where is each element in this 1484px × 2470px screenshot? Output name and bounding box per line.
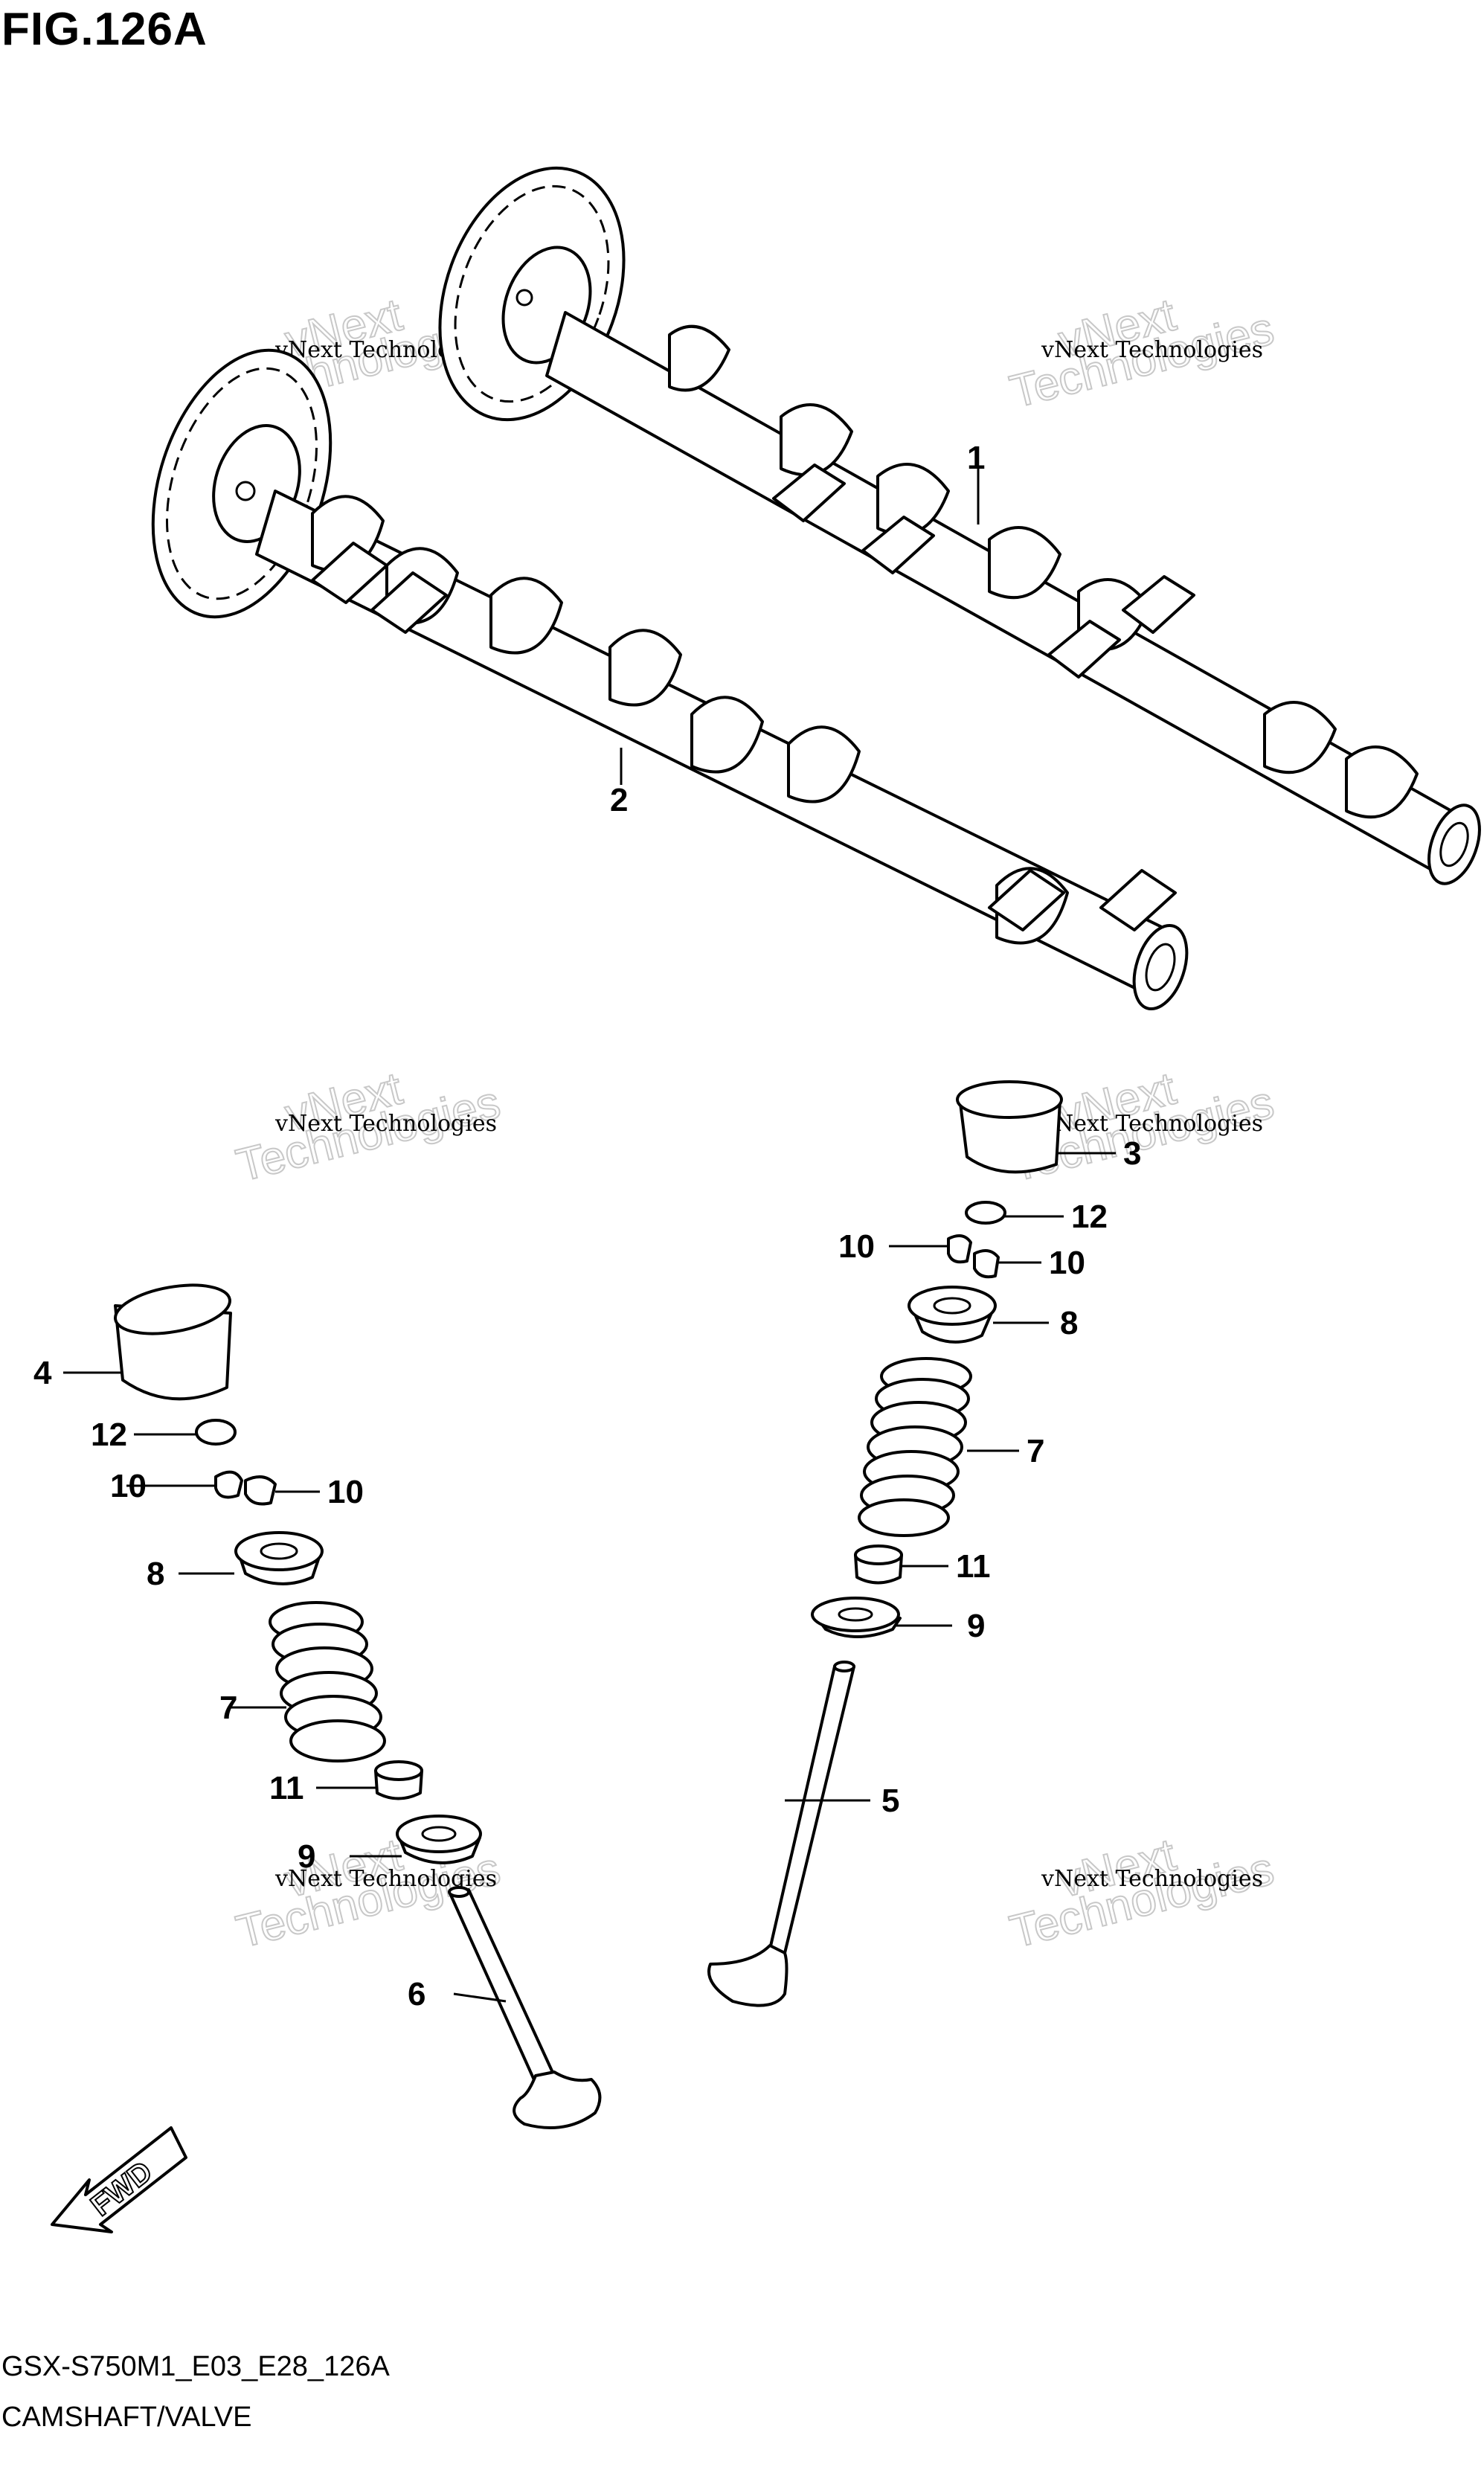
shim-12-right (965, 1201, 1006, 1225)
watermark-text-3: vNext Technologies (274, 1111, 497, 1137)
fwd-arrow-icon: FWD (51, 2126, 187, 2233)
callout-10-left-b[interactable]: 10 (327, 1474, 364, 1510)
callout-2[interactable]: 2 (610, 782, 628, 818)
seat-9-right (811, 1597, 902, 1638)
tappet-3 (956, 1080, 1063, 1174)
valve-6 (448, 1886, 602, 2129)
callout-4[interactable]: 4 (33, 1355, 52, 1391)
callout-labels: 1 2 3 4 5 6 7 7 8 8 9 9 10 10 10 10 11 1… (33, 440, 1141, 2012)
callout-10-right-a[interactable]: 10 (838, 1228, 875, 1265)
cotter-10-left-b (244, 1475, 277, 1506)
callout-6[interactable]: 6 (408, 1976, 425, 2012)
cotter-10-right-b (973, 1249, 1000, 1279)
callout-7-left[interactable]: 7 (219, 1690, 237, 1726)
cotter-10-right-a (947, 1234, 972, 1264)
callout-8-left[interactable]: 8 (147, 1556, 164, 1592)
watermark-text-4: vNext Technologies (1041, 1111, 1263, 1137)
left-valve-assembly (114, 1283, 602, 2129)
callout-10-right-b[interactable]: 10 (1049, 1245, 1085, 1281)
callout-1[interactable]: 1 (967, 440, 985, 476)
camshaft-2 (151, 348, 1189, 1011)
callout-7-right[interactable]: 7 (1027, 1433, 1044, 1469)
callout-11-left[interactable]: 11 (269, 1770, 304, 1806)
figure-title: FIG.126A (1, 4, 208, 55)
callout-12-right[interactable]: 12 (1071, 1199, 1108, 1235)
watermark-text-6: vNext Technologies (1041, 1866, 1263, 1892)
callout-9-right[interactable]: 9 (967, 1608, 985, 1644)
spring-7-right (858, 1357, 972, 1537)
retainer-8-left (234, 1531, 324, 1585)
callout-10-left-a[interactable]: 10 (110, 1468, 147, 1504)
retainer-8-right (908, 1286, 997, 1344)
cotter-10-left-a (214, 1470, 243, 1499)
shim-12-left (195, 1419, 237, 1446)
watermark-2: vNext Technologies (1004, 289, 1279, 419)
stem-seal-11-right (854, 1544, 903, 1585)
callout-3[interactable]: 3 (1123, 1135, 1141, 1172)
callout-8-right[interactable]: 8 (1060, 1305, 1078, 1341)
watermark-text-2: vNext Technologies (1041, 337, 1263, 363)
spring-7-left (269, 1601, 386, 1762)
tappet-4 (114, 1283, 232, 1401)
valve-5 (707, 1661, 855, 2007)
right-valve-assembly (707, 1080, 1063, 2007)
callout-5[interactable]: 5 (881, 1783, 899, 1819)
figure-description: CAMSHAFT/VALVE (1, 2402, 252, 2433)
camshaft-1 (438, 166, 1481, 885)
callout-11-right[interactable]: 11 (956, 1548, 991, 1585)
callout-9-left[interactable]: 9 (298, 1838, 315, 1875)
figure-code: GSX-S750M1_E03_E28_126A (1, 2351, 390, 2382)
callout-12-left[interactable]: 12 (91, 1417, 127, 1453)
leader-lines (63, 469, 1116, 2003)
stem-seal-11-left (374, 1760, 423, 1800)
seat-9-left (396, 1815, 482, 1864)
